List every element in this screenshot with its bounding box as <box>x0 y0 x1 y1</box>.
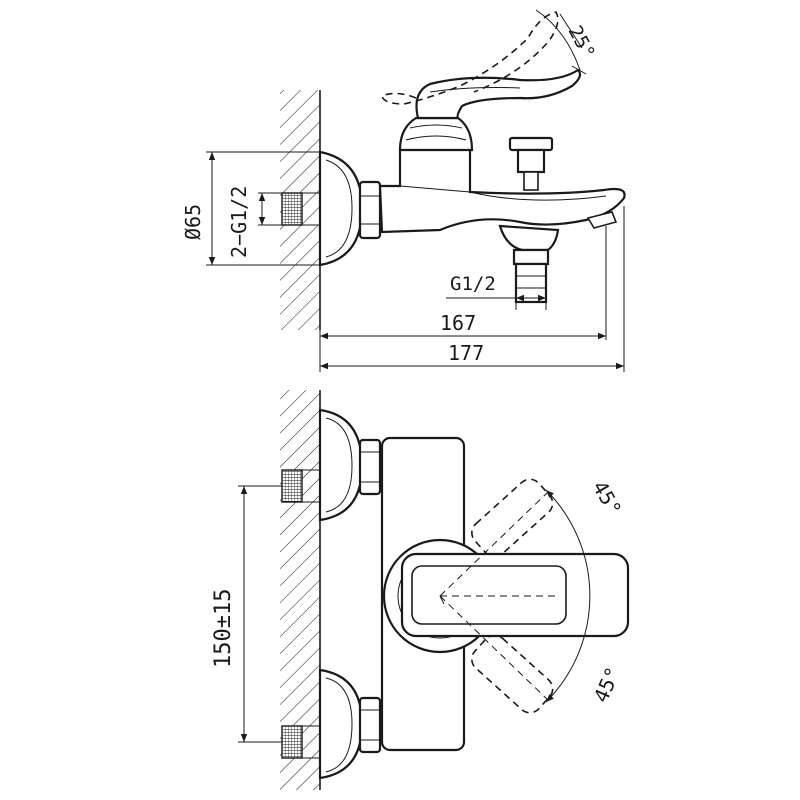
side-view: 25° Ø65 2−G1/2 <box>181 9 626 372</box>
angle-label-lower: 45° <box>589 663 626 706</box>
inlet-thread <box>281 192 303 226</box>
angle-arc-25 <box>535 9 581 71</box>
svg-text:167: 167 <box>440 311 476 335</box>
svg-text:Ø65: Ø65 <box>181 204 205 240</box>
diverter-knob <box>508 136 554 191</box>
dimension-length-177: 177 <box>320 206 625 372</box>
handle-lever-rotated <box>381 11 559 105</box>
svg-text:150±15: 150±15 <box>211 589 236 668</box>
wall-section-lower <box>280 390 321 790</box>
svg-text:G1/2: G1/2 <box>450 273 496 295</box>
dimension-length-167: 167 <box>319 226 607 372</box>
dimension-flange-diameter: Ø65 <box>181 151 320 266</box>
handle-rotated-lower <box>471 634 554 714</box>
connection-nut <box>358 180 382 240</box>
top-view: 45° 45° 150±15 <box>211 390 630 790</box>
handle-lever <box>415 68 582 120</box>
angle-label-upper: 45° <box>588 477 627 520</box>
svg-text:177: 177 <box>448 341 484 365</box>
dimension-outlet-thread: G1/2 <box>446 273 547 310</box>
svg-text:2−G1/2: 2−G1/2 <box>227 186 251 258</box>
cartridge-housing <box>398 116 474 152</box>
dimension-inlet-thread: 2−G1/2 <box>227 186 282 258</box>
rotation-arc <box>545 489 591 703</box>
handle-rotated-upper <box>471 478 554 558</box>
shower-outlet <box>498 224 560 304</box>
dimension-centers: 150±15 <box>211 485 282 743</box>
